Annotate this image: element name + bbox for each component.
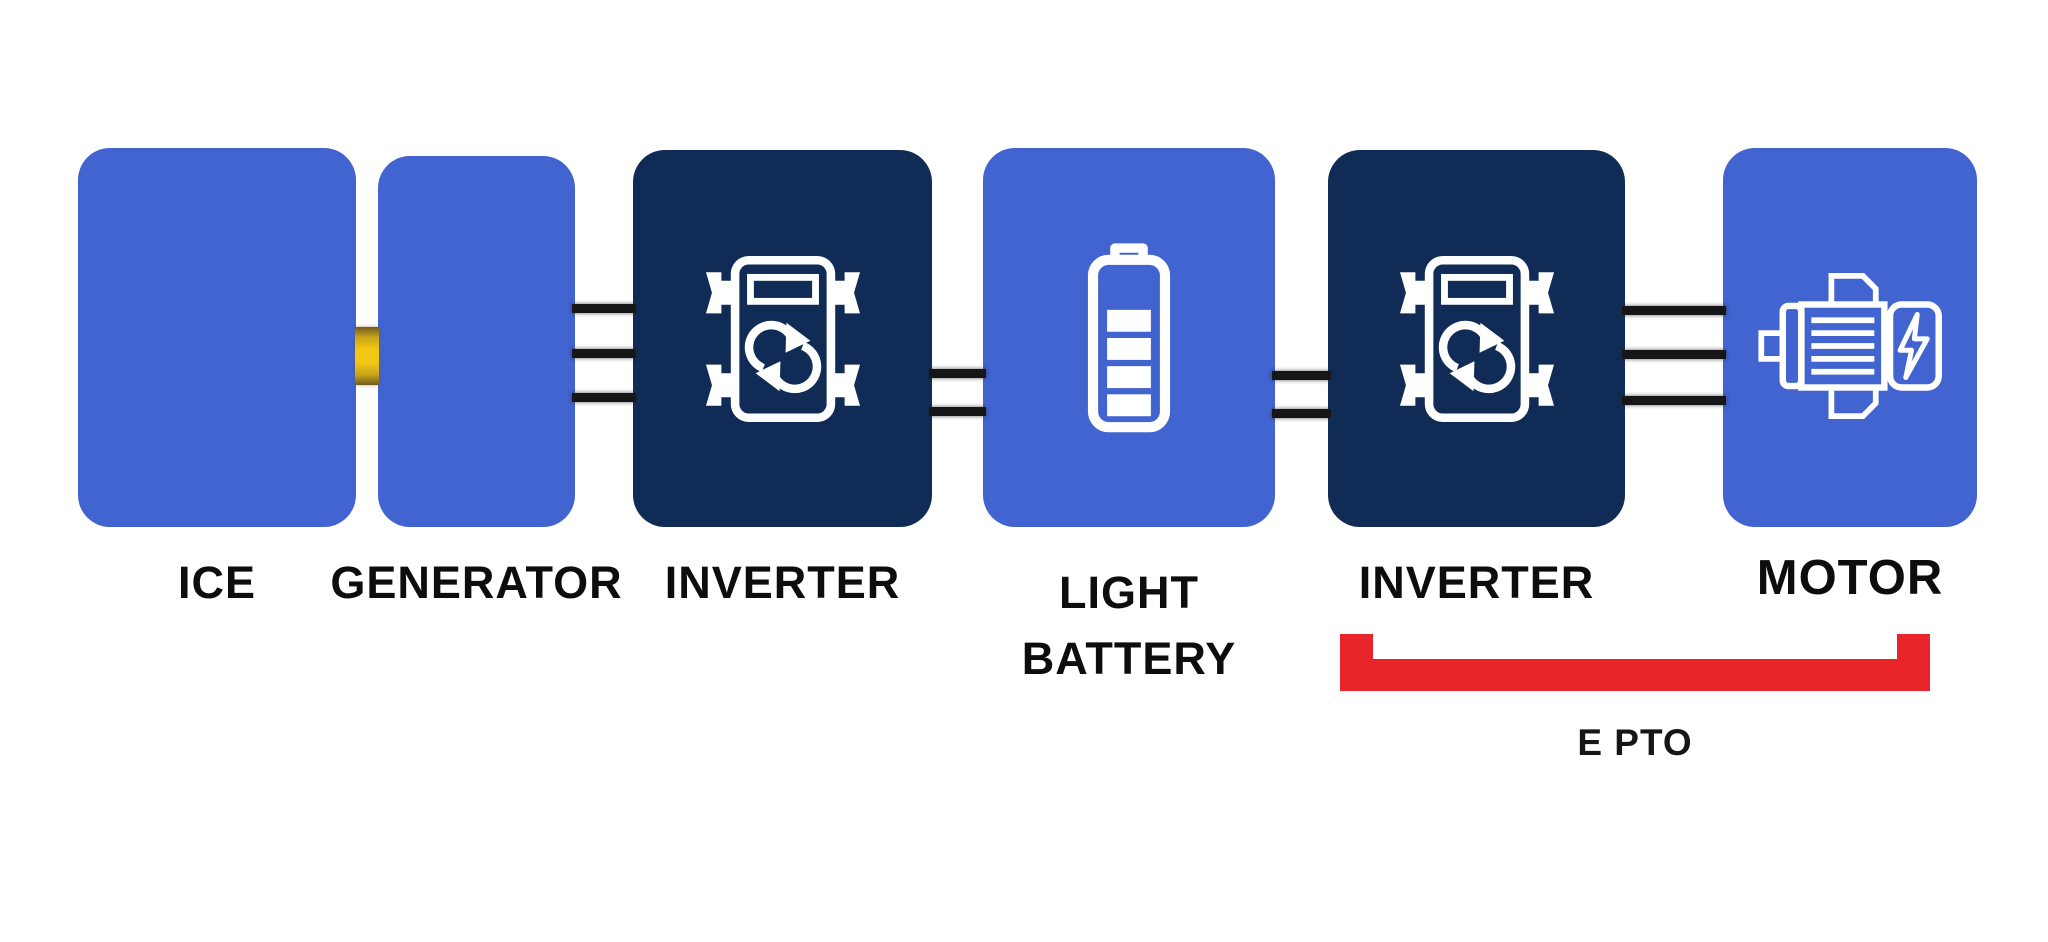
epto-label: E PTO bbox=[1577, 722, 1693, 763]
bus-line-inverter-battery bbox=[929, 369, 986, 378]
battery-icon bbox=[1087, 242, 1171, 432]
block-generator bbox=[378, 156, 575, 527]
block-inverter-1 bbox=[633, 150, 932, 527]
label-inverter-2: INVERTER bbox=[1358, 557, 1595, 608]
label-motor: MOTOR bbox=[1756, 551, 1944, 605]
label-light-battery-line2: BATTERY bbox=[1021, 633, 1237, 684]
label-light-battery: LIGHT BATTERY bbox=[983, 560, 1275, 692]
block-inverter-2 bbox=[1328, 150, 1625, 527]
bus-line-battery-inverter bbox=[1272, 371, 1331, 380]
bus-line-inverter-motor bbox=[1622, 350, 1726, 359]
label-inverter-1: INVERTER bbox=[664, 557, 901, 608]
block-ice bbox=[78, 148, 356, 527]
bus-line-inverter-motor bbox=[1622, 306, 1726, 315]
block-motor bbox=[1723, 148, 1977, 527]
label-ice: ICE bbox=[177, 557, 256, 608]
bus-line-inverter-battery bbox=[929, 407, 986, 416]
bus-line-inverter-motor bbox=[1622, 396, 1726, 405]
shaft-coupling bbox=[355, 327, 379, 385]
motor-icon bbox=[1758, 272, 1942, 419]
label-light-battery-line1: LIGHT bbox=[1059, 567, 1199, 618]
epto-bracket bbox=[1340, 634, 1930, 691]
bus-line-generator-inverter bbox=[572, 393, 636, 402]
bus-line-generator-inverter bbox=[572, 349, 636, 358]
block-light-battery bbox=[983, 148, 1275, 527]
inverter-icon bbox=[1399, 255, 1554, 422]
inverter-icon bbox=[705, 255, 860, 422]
bus-line-battery-inverter bbox=[1272, 409, 1331, 418]
bus-line-generator-inverter bbox=[572, 304, 636, 313]
label-generator: GENERATOR bbox=[330, 557, 623, 608]
